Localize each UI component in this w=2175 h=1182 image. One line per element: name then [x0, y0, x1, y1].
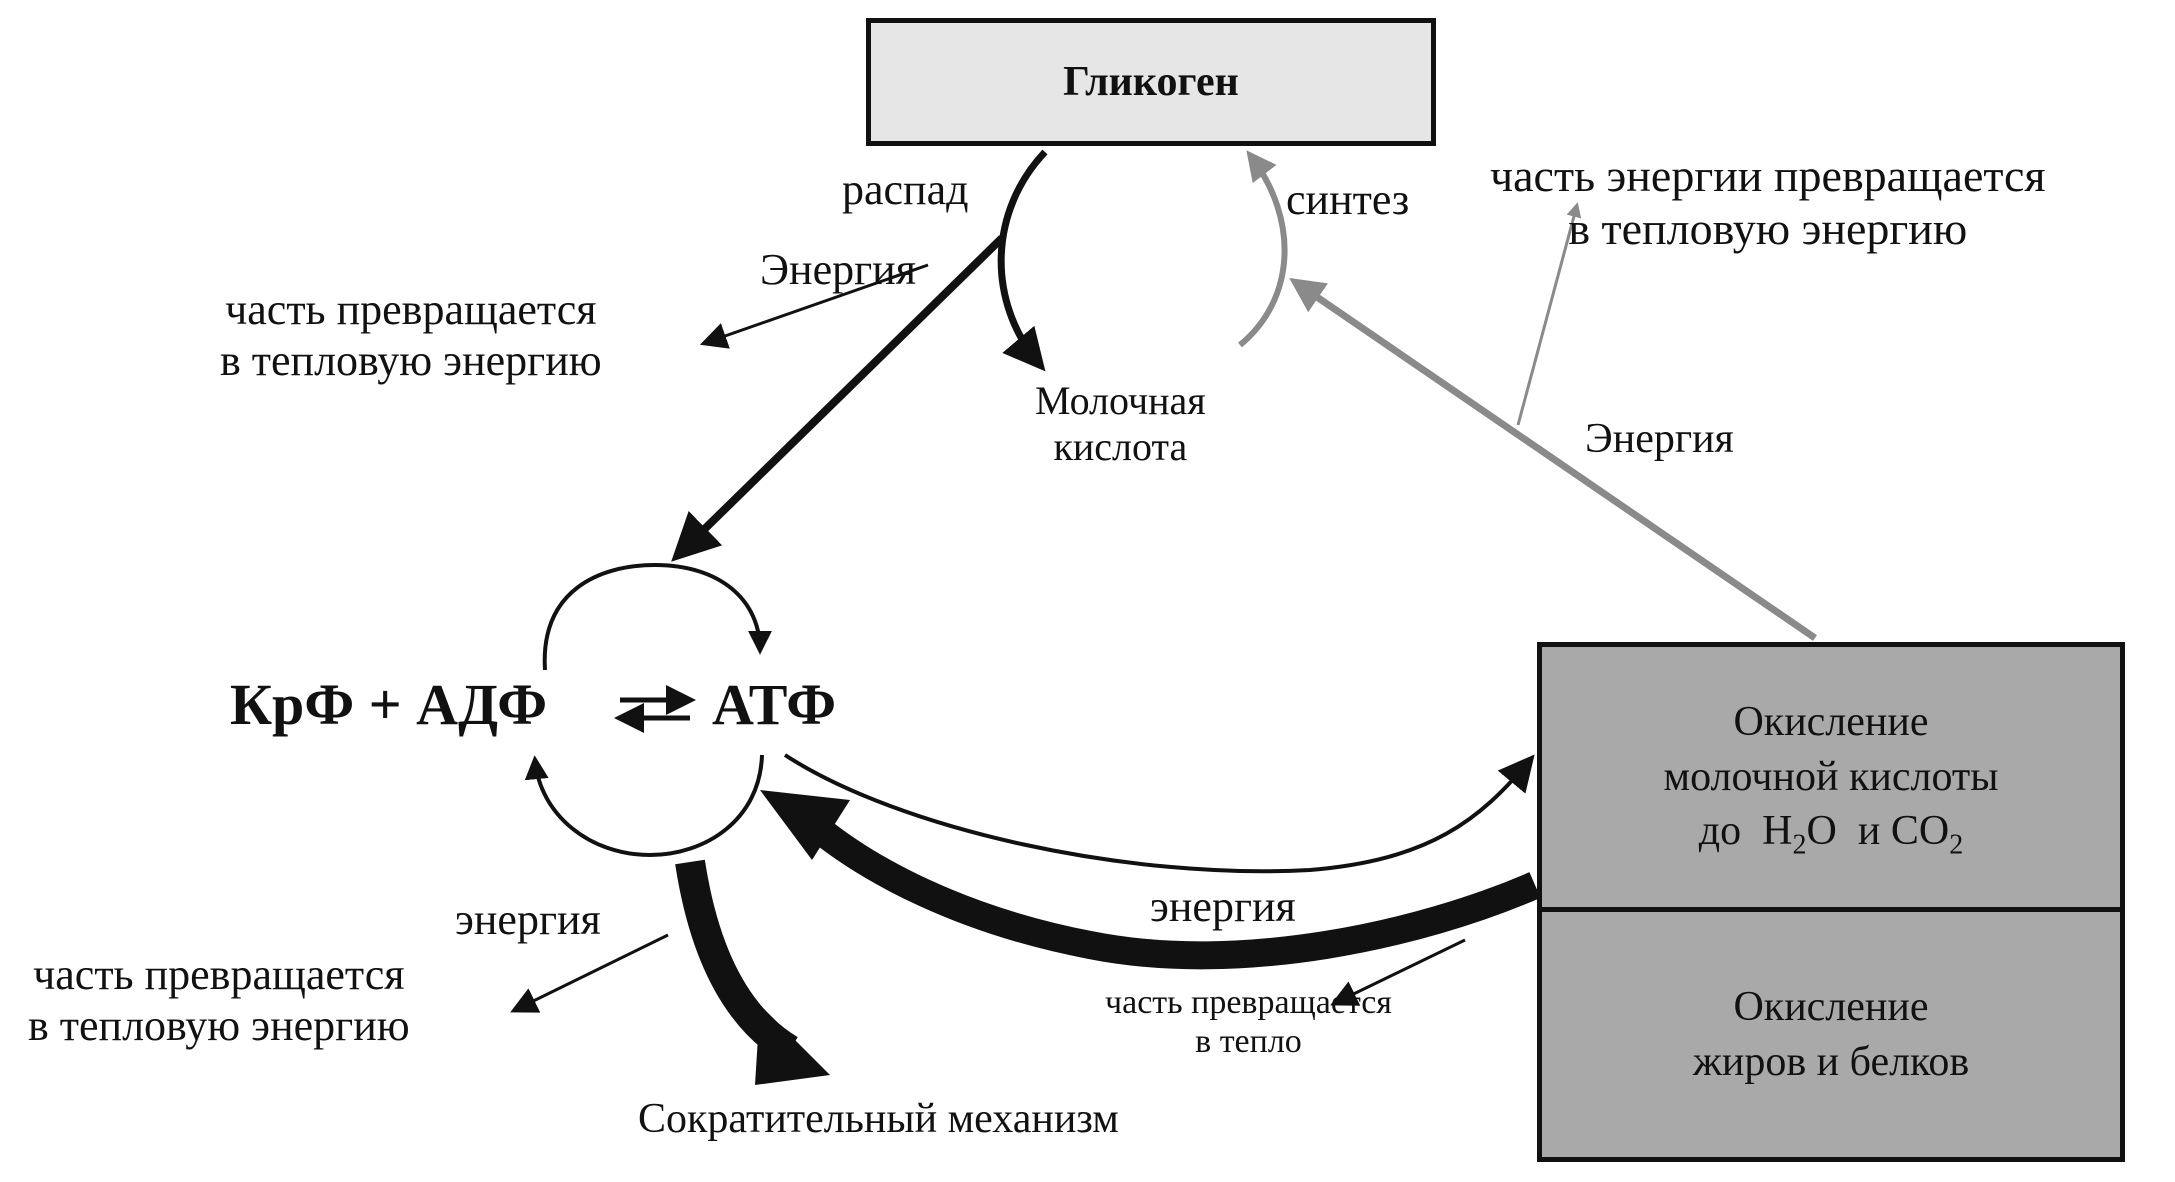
- oxidation-lactic-line1: Окисление: [1733, 699, 1929, 746]
- heat-left-bottom-label: часть превращается в тепловую энергию: [28, 950, 410, 1051]
- oxidation-fats-line1: Окисление: [1733, 983, 1929, 1030]
- heat-right-top-line2: в тепловую энергию: [1568, 202, 1968, 254]
- lactic-line1: Молочная: [1035, 378, 1206, 423]
- oxidation-fats-box: Окисление жиров и белков: [1537, 907, 2125, 1162]
- heat-left-top-line1: часть превращается: [225, 285, 597, 334]
- heat-mid-line1: часть превращается: [1105, 984, 1392, 1021]
- oxidation-lactic-line3: до H2O и CO2: [1664, 804, 1999, 864]
- h2o-o: O: [1806, 808, 1837, 855]
- breakdown-label: распад: [842, 165, 969, 214]
- heat-mid-label: часть превращается в тепло: [1105, 983, 1392, 1061]
- atp-to-oxidation-arrow: [783, 753, 1535, 874]
- h2o-h: H: [1762, 808, 1793, 855]
- lactic-acid-label: Молочная кислота: [1035, 378, 1206, 470]
- heat-left-bottom-line1: часть превращается: [33, 950, 405, 999]
- heat-mid-line2: в тепло: [1195, 1023, 1302, 1061]
- energy-bottom-left-label: энергия: [455, 895, 601, 944]
- oxidation-fats-text: Окисление жиров и белков: [1693, 980, 1969, 1089]
- heat-right-top-line1: часть энергии превращается: [1490, 150, 2046, 201]
- breakdown-arc: [997, 149, 1048, 372]
- and-co: и CO: [1857, 808, 1950, 855]
- oxidation-to-atp-thick-arrow: [811, 819, 1541, 970]
- heat-right-top-label: часть энергии превращается в тепловую эн…: [1490, 150, 2046, 256]
- glycogen-box: Гликоген: [866, 18, 1436, 146]
- heat-left-bottom-line2: в тепловую энергию: [28, 1000, 410, 1050]
- heat-arrow-mid: [1330, 938, 1466, 1006]
- oxidation-lactic-text: Окисление молочной кислоты до H2O и CO2: [1664, 695, 1999, 864]
- energy-to-synthesis-arrow: [1289, 278, 1817, 641]
- co2-sub: 2: [1949, 829, 1964, 861]
- oxidation-fats-line2: жиров и белков: [1692, 1038, 1970, 1085]
- heat-arrow-bottom-left: [510, 933, 669, 1013]
- equation-right: АТФ: [712, 672, 837, 737]
- oxidation-lactic-line2: молочной кислоты: [1663, 753, 1999, 800]
- heat-left-top-label: часть превращается в тепловую энергию: [220, 285, 602, 386]
- atp-cycle-bottom-arc: [524, 754, 764, 858]
- heat-left-top-line2: в тепловую энергию: [220, 335, 602, 385]
- equation-left: КрФ + АДФ: [230, 672, 548, 737]
- oxidation-lactic-box: Окисление молочной кислоты до H2O и CO2: [1537, 642, 2125, 912]
- oxidation-to-atp-arrowhead: [760, 790, 850, 860]
- lactic-line2: кислота: [1053, 424, 1188, 469]
- synthesis-arc: [1238, 150, 1288, 348]
- heat-arrow-top-left: [699, 263, 929, 349]
- energy-top-left-label: Энергия: [760, 245, 916, 294]
- heat-arrow-top-right: [1516, 202, 1582, 426]
- glycogen-label: Гликоген: [1063, 59, 1239, 105]
- contractile-mechanism-label: Сократительный механизм: [638, 1096, 1119, 1142]
- h2o-sub: 2: [1792, 829, 1807, 861]
- synthesis-label: синтез: [1286, 175, 1410, 224]
- oxidation-lactic-to: до: [1698, 808, 1742, 855]
- energy-right-label: Энергия: [1585, 416, 1734, 462]
- energy-to-atp-arrow: [671, 235, 1005, 562]
- energy-bottom-mid-label: энергия: [1150, 882, 1296, 931]
- contractile-arrowhead: [755, 1005, 830, 1085]
- atp-cycle-top-arc: [542, 562, 772, 671]
